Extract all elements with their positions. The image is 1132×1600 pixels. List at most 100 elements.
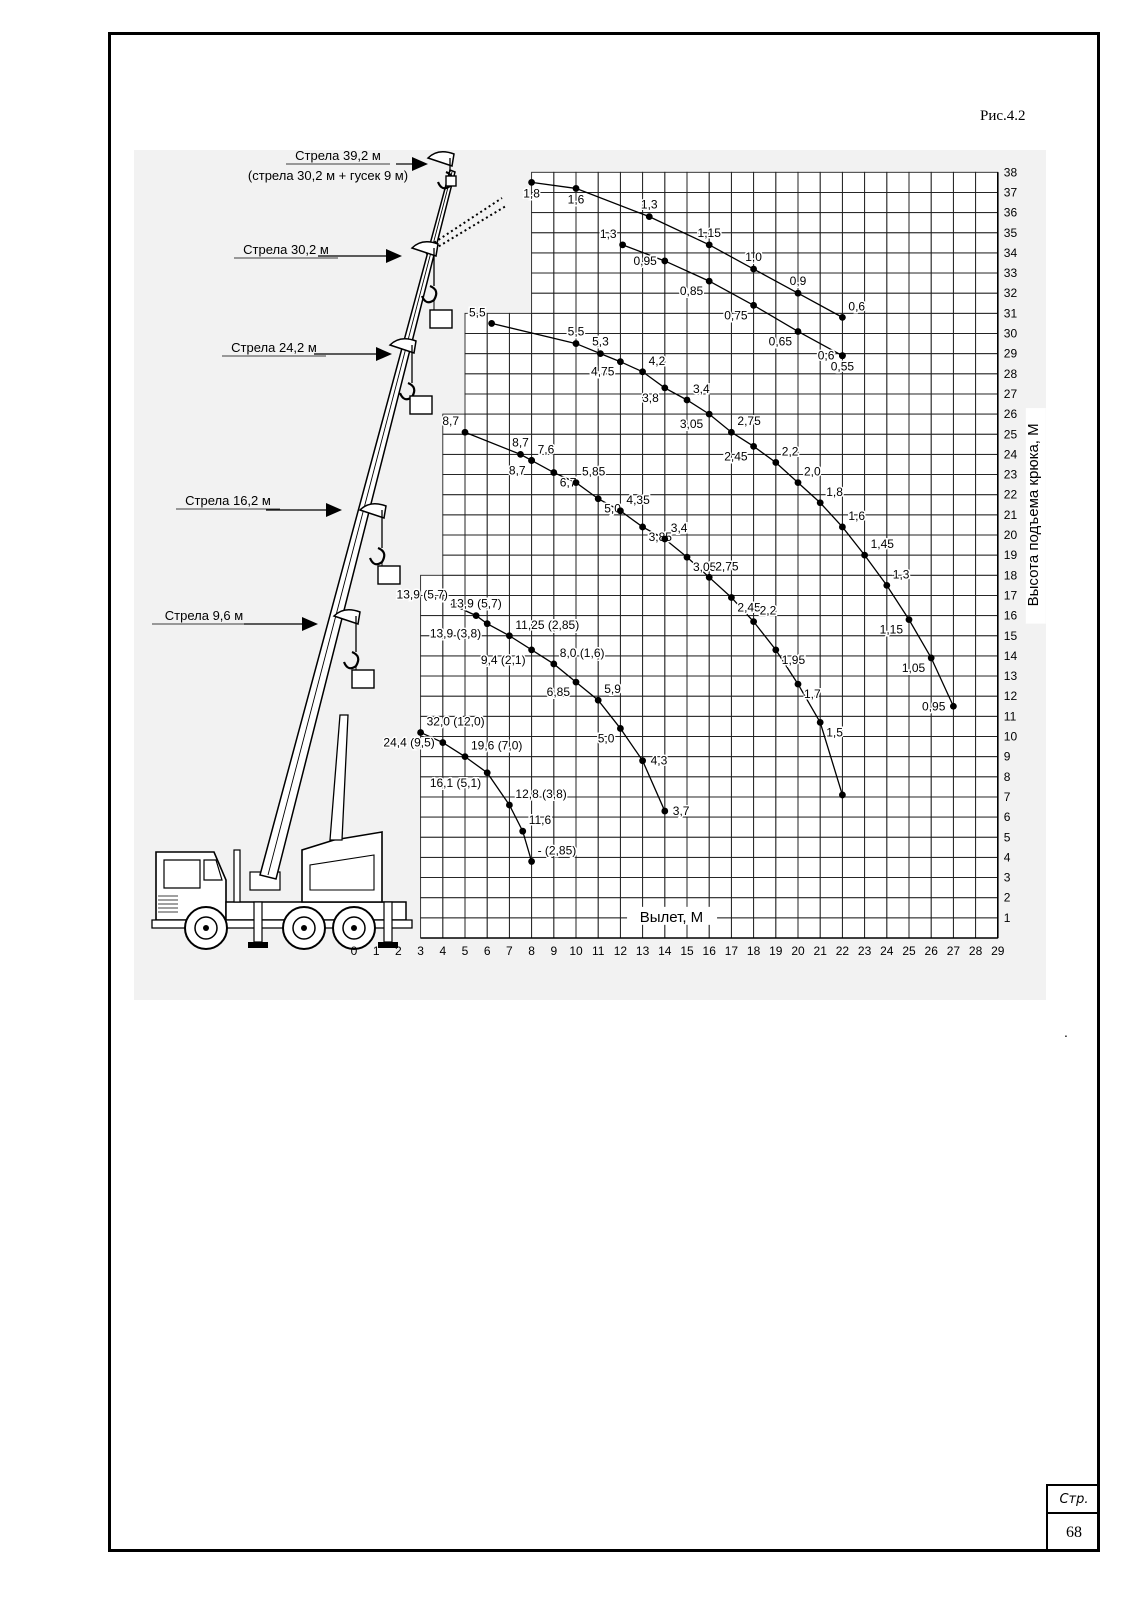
data-label: 4,3 xyxy=(651,754,668,768)
data-point xyxy=(794,680,802,688)
y-tick-label: 9 xyxy=(1004,750,1011,764)
y-tick-label: 13 xyxy=(1004,669,1018,683)
boom-label: Стрела 16,2 м xyxy=(185,493,271,508)
data-point xyxy=(794,328,802,335)
boom-label: Стрела 39,2 м xyxy=(295,150,381,163)
trailing-mark: . xyxy=(1064,1024,1068,1040)
data-point xyxy=(728,428,735,436)
x-tick-label: 27 xyxy=(947,944,961,958)
lift-cylinder xyxy=(329,714,349,841)
load-box xyxy=(429,309,453,329)
data-label: 8,0 (1,6) xyxy=(560,646,605,660)
data-point xyxy=(705,241,713,249)
y-tick-label: 21 xyxy=(1004,508,1018,522)
y-tick-label: 24 xyxy=(1004,447,1018,461)
data-label: 11,25 (2,85) xyxy=(515,618,579,632)
y-tick-label: 37 xyxy=(1004,185,1018,199)
data-point xyxy=(839,313,846,321)
page-number: 68 xyxy=(1066,1524,1082,1541)
boom-centerline xyxy=(267,171,453,876)
data-label: 0,75 xyxy=(724,308,748,322)
data-label: 3,8 xyxy=(642,391,659,405)
y-tick-label: 6 xyxy=(1004,810,1011,824)
figure-label: Рис.4.2 xyxy=(980,108,1026,124)
data-label: 0,95 xyxy=(633,254,657,268)
data-point xyxy=(839,523,846,531)
x-tick-label: 14 xyxy=(658,944,672,958)
data-point xyxy=(572,340,580,347)
y-tick-label: 38 xyxy=(1004,165,1018,179)
y-tick-label: 17 xyxy=(1004,588,1018,602)
data-point xyxy=(550,469,558,476)
data-point xyxy=(506,801,513,809)
y-tick-label: 7 xyxy=(1004,790,1011,804)
data-point xyxy=(417,729,424,736)
x-tick-label: 23 xyxy=(858,944,872,958)
exhaust-pipe xyxy=(233,849,241,903)
x-tick-label: 7 xyxy=(506,944,513,958)
y-tick-label: 25 xyxy=(1004,427,1018,441)
data-label: 8,7 xyxy=(442,414,459,428)
turret-panel xyxy=(309,854,375,891)
data-point xyxy=(645,213,653,221)
data-label: 4,35 xyxy=(626,493,650,507)
data-label: 5,9 xyxy=(604,682,621,696)
x-tick-label: 28 xyxy=(969,944,983,958)
x-tick-label: 13 xyxy=(636,944,650,958)
x-tick-label: 0 xyxy=(351,944,358,958)
wheel-hub xyxy=(194,916,218,940)
data-point xyxy=(639,368,646,376)
sheave-head xyxy=(426,151,455,167)
data-label: 5,0 xyxy=(604,502,621,516)
wheel-center xyxy=(203,925,209,931)
data-label: 6,85 xyxy=(547,685,571,699)
arrow-head-icon xyxy=(386,249,402,263)
data-label: 32,0 (12,0) xyxy=(427,714,485,728)
x-tick-label: 24 xyxy=(880,944,894,958)
load-box xyxy=(445,175,457,187)
data-label: 1,15 xyxy=(880,623,904,637)
load-box xyxy=(409,395,433,415)
data-point xyxy=(661,535,669,543)
y-tick-label: 3 xyxy=(1004,871,1011,885)
data-label: 1,8 xyxy=(826,485,843,499)
data-label: 1,5 xyxy=(826,725,843,739)
data-point xyxy=(661,384,669,392)
data-point xyxy=(572,185,580,192)
data-label: 5,5 xyxy=(568,325,585,339)
data-point xyxy=(572,678,580,686)
data-label: 2,2 xyxy=(760,604,777,618)
y-tick-label: 1 xyxy=(1004,911,1011,925)
y-tick-label: 29 xyxy=(1004,347,1018,361)
x-tick-label: 16 xyxy=(703,944,717,958)
arrow-head-icon xyxy=(326,503,342,517)
cab-window xyxy=(163,859,201,889)
x-tick-label: 22 xyxy=(836,944,850,958)
data-point xyxy=(594,696,602,704)
data-point xyxy=(572,479,580,487)
x-tick-label: 10 xyxy=(569,944,583,958)
wheel-center xyxy=(301,925,307,931)
data-point xyxy=(750,618,757,626)
data-point xyxy=(528,178,535,186)
boom-label: Стрела 9,6 м xyxy=(165,608,243,623)
jib-dotted xyxy=(425,205,507,255)
y-tick-label: 8 xyxy=(1004,770,1011,784)
data-point xyxy=(461,428,469,436)
data-point xyxy=(705,277,713,285)
data-point xyxy=(619,241,627,249)
page-number-box: Стр. 68 xyxy=(1046,1484,1100,1552)
data-label: 1,6 xyxy=(568,192,585,206)
x-tick-label: 12 xyxy=(614,944,628,958)
data-label: 19,6 (7,0) xyxy=(471,739,522,753)
x-tick-label: 5 xyxy=(462,944,469,958)
data-point xyxy=(472,612,480,619)
outrigger-leg xyxy=(253,901,263,943)
y-tick-label: 4 xyxy=(1004,850,1011,864)
data-label: 0,85 xyxy=(680,284,704,298)
data-point xyxy=(483,620,491,628)
data-label: - (2,85) xyxy=(538,843,577,857)
